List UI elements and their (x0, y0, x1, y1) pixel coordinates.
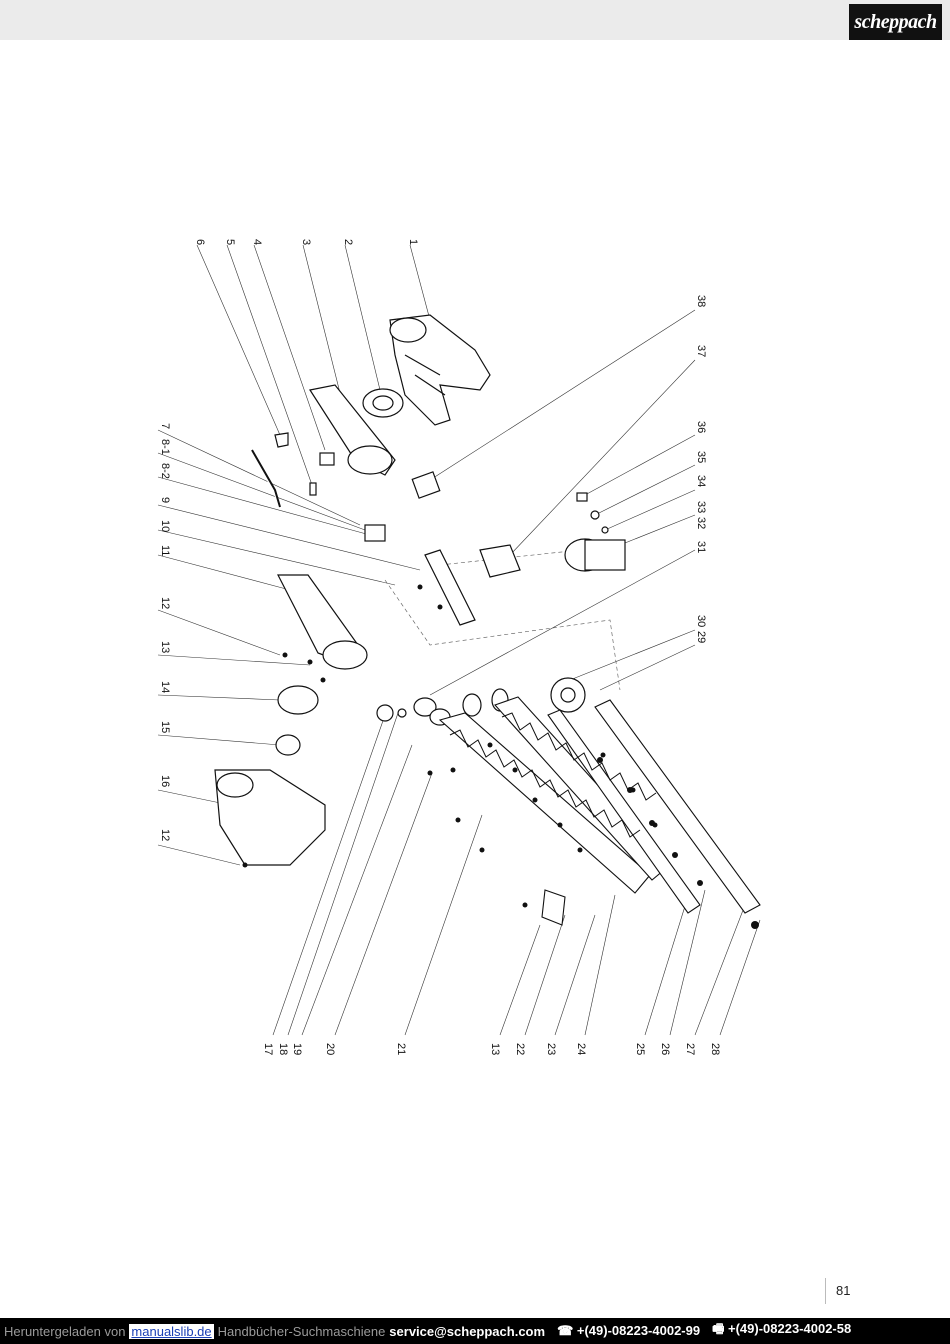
part-label: 9 (159, 497, 171, 503)
part-label: 11 (159, 545, 171, 556)
page-number: 81 (836, 1283, 851, 1298)
part-label: 35 (695, 451, 707, 463)
exploded-parts-diagram: 6 5 4 3 2 1 7 8-1 8-2 9 10 11 12 13 14 1… (140, 225, 800, 1065)
part-label: 3 (300, 239, 312, 245)
part-label: 33 (695, 501, 707, 513)
download-footer: Heruntergeladen von manualslib.de Handbü… (0, 1318, 950, 1344)
manualslib-link[interactable]: manualslib.de (129, 1323, 214, 1339)
footer-suffix: Handbücher-Suchmaschiene (217, 1323, 386, 1339)
part-label: 13 (489, 1043, 501, 1055)
part-label: 21 (395, 1043, 407, 1055)
part-label: 14 (159, 681, 171, 693)
part-label: 7 (159, 423, 171, 429)
part-label: 34 (695, 475, 707, 487)
part-label: 18 (277, 1043, 289, 1055)
part-label: 36 (695, 421, 707, 433)
part-label: 10 (159, 520, 171, 532)
part-label: 12 (159, 597, 171, 609)
part-label: 26 (659, 1043, 671, 1055)
part-numbers: 6 5 4 3 2 1 7 8-1 8-2 9 10 11 12 13 14 1… (159, 239, 721, 1055)
part-label: 32 (695, 517, 707, 529)
part-label: 24 (575, 1043, 587, 1055)
part-label: 19 (291, 1043, 303, 1055)
part-label: 8-1 (159, 439, 171, 455)
part-label: 31 (695, 541, 707, 553)
part-label: 8-2 (159, 463, 171, 479)
service-phone: ☎ +(49)-08223-4002-99 (557, 1323, 701, 1338)
header-bar: scheppach (0, 0, 950, 40)
part-label: 17 (262, 1043, 274, 1055)
part-label: 30 (695, 615, 707, 627)
part-label: 16 (159, 775, 171, 787)
part-label: 6 (194, 239, 206, 245)
part-label: 27 (684, 1043, 696, 1055)
footer-prefix: Heruntergeladen von (4, 1323, 126, 1339)
part-label: 13 (159, 641, 171, 653)
part-label: 5 (224, 239, 236, 245)
part-label: 15 (159, 721, 171, 733)
part-label: 2 (342, 239, 354, 245)
page-number-divider (825, 1278, 826, 1304)
part-label: 22 (514, 1043, 526, 1055)
part-label: 25 (634, 1043, 646, 1055)
service-email[interactable]: service@scheppach.com (389, 1323, 546, 1339)
part-label: 37 (695, 345, 707, 357)
part-label: 23 (545, 1043, 557, 1055)
part-label: 12 (159, 829, 171, 841)
part-label: 20 (324, 1043, 336, 1055)
part-label: 29 (695, 631, 707, 643)
brand-logo: scheppach (849, 4, 942, 40)
service-fax: 🖷 +(49)-08223-4002-58 (712, 1321, 852, 1336)
part-label: 28 (709, 1043, 721, 1055)
part-label: 4 (251, 239, 263, 245)
part-label: 38 (695, 295, 707, 307)
part-label: 1 (407, 239, 419, 245)
